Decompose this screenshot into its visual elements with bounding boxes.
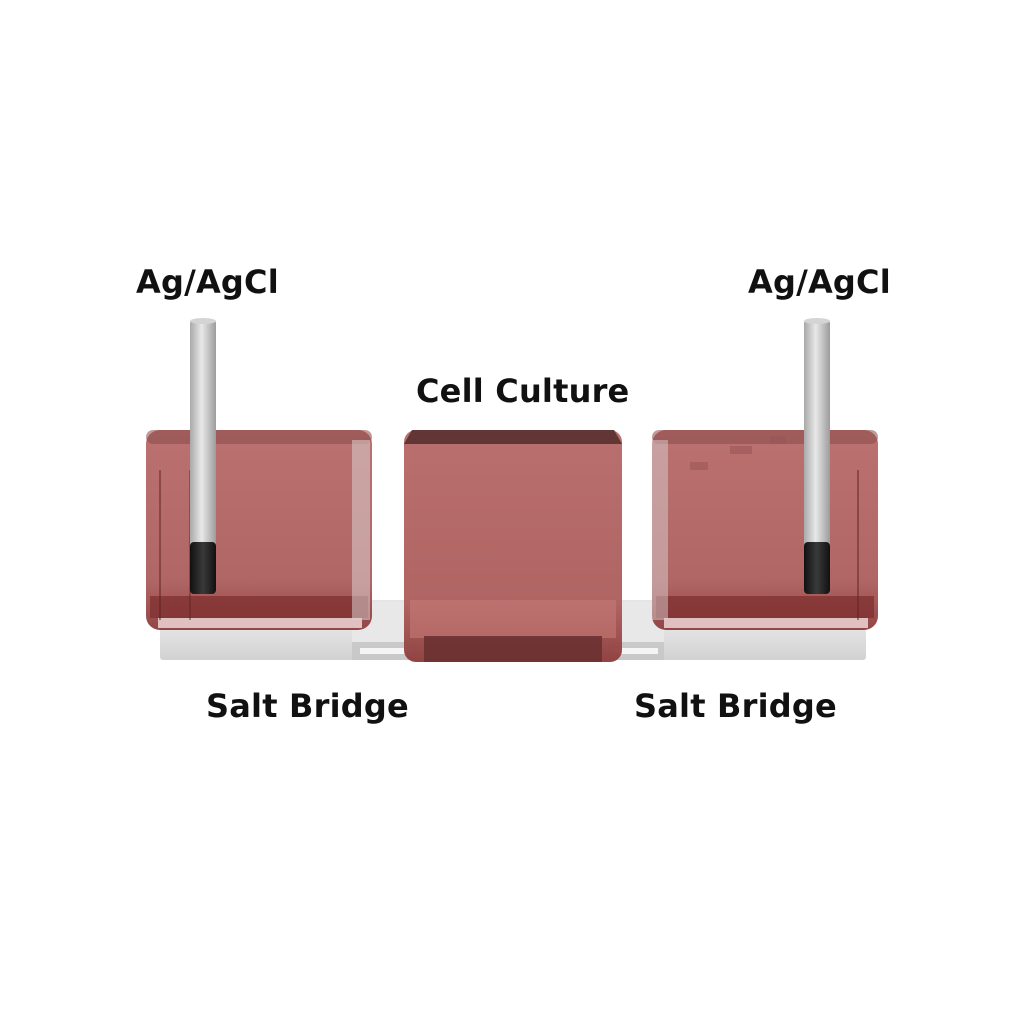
cell-culture-label: Cell Culture — [416, 372, 630, 410]
cell-culture-chamber — [404, 430, 622, 662]
salt-bridge-right-label: Salt Bridge — [634, 687, 837, 725]
electrode-left-label: Ag/AgCl — [136, 263, 279, 301]
electrode-right-label: Ag/AgCl — [748, 263, 891, 301]
electrode-right — [804, 318, 830, 594]
salt-bridge-left-label: Salt Bridge — [206, 687, 409, 725]
right-chamber — [652, 430, 878, 630]
left-chamber — [146, 430, 372, 630]
electrode-left — [190, 318, 216, 594]
